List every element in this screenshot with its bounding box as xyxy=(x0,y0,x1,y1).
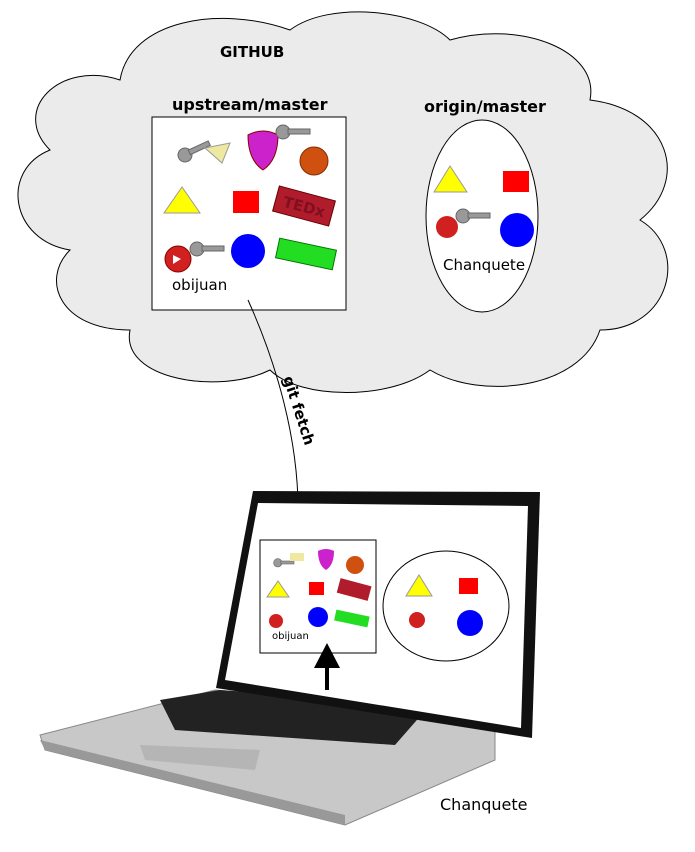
local-origin-repo xyxy=(382,550,510,662)
green-keychain xyxy=(274,237,338,271)
triangle-shape xyxy=(163,186,201,214)
origin-owner: Chanquete xyxy=(443,256,525,274)
medal-keychain xyxy=(299,146,329,176)
local-owner: obijuan xyxy=(272,631,309,642)
laptop-owner: Chanquete xyxy=(440,795,528,814)
cloud-title: GITHUB xyxy=(220,43,284,61)
up-arrow xyxy=(314,643,340,690)
circle-shape xyxy=(231,234,265,268)
tedx-keychain xyxy=(272,185,336,227)
upstream-owner: obijuan xyxy=(172,276,227,294)
origin-label: origin/master xyxy=(424,97,546,116)
upstream-repo-box: TEDx obijuan xyxy=(151,116,347,311)
upstream-label: upstream/master xyxy=(172,95,328,114)
square-shape xyxy=(233,191,259,213)
fetch-arrow xyxy=(247,299,299,521)
local-repo-box: obijuan xyxy=(259,539,377,654)
origin-repo: Chanquete xyxy=(425,119,539,313)
mask-keychain xyxy=(247,130,279,171)
